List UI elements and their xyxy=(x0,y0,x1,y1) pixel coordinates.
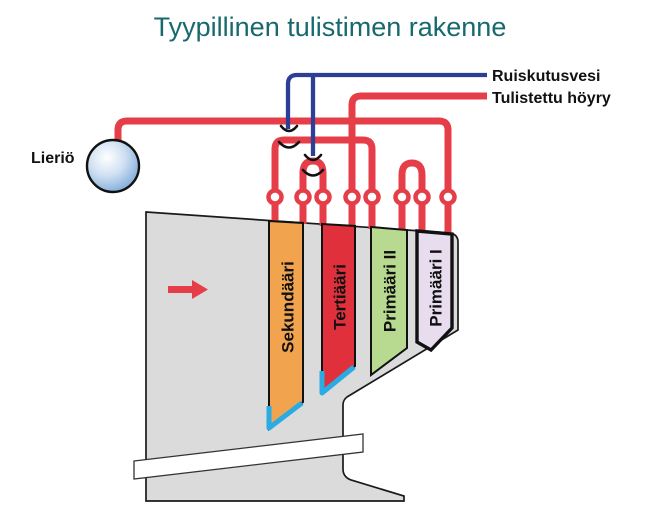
drum-label: Lieriö xyxy=(31,150,75,167)
header-ring xyxy=(439,188,457,206)
injection-water-lines xyxy=(285,72,487,156)
header-ring xyxy=(413,188,431,206)
primaari1-primaari2-crossover xyxy=(398,159,426,190)
legend-label-steam: Tulistettu höyry xyxy=(492,90,611,107)
label-primaari-2: Primääri II xyxy=(381,250,400,332)
sekundaari-bottom-highlight xyxy=(266,401,304,431)
header-ring xyxy=(266,188,284,206)
panel-primaari-2 xyxy=(370,225,408,377)
flow-arrow-icon xyxy=(168,280,208,299)
legend-label-water: Ruiskutusvesi xyxy=(492,68,600,85)
spray-nozzle-icons xyxy=(277,124,325,177)
tertiaari-outlet-pipe xyxy=(348,92,487,190)
tertiaari-bottom-highlight xyxy=(319,365,356,396)
label-primaari-1: Primääri I xyxy=(427,249,446,327)
panel-bottom-highlights xyxy=(266,365,356,431)
header-ring xyxy=(343,188,361,206)
header-ring xyxy=(294,188,312,206)
panel-sekundaari xyxy=(268,219,304,432)
legend: Ruiskutusvesi Tulistettu höyry Lieriö xyxy=(31,68,611,167)
header-ring xyxy=(314,188,332,206)
panel-labels: Sekundääri Tertiääri Primääri II Primäär… xyxy=(279,249,446,353)
label-tertiaari: Tertiääri xyxy=(331,264,350,330)
header-ring xyxy=(393,188,411,206)
panel-primaari-1 xyxy=(415,229,454,353)
nose-channel xyxy=(133,433,364,480)
drum-sphere xyxy=(85,138,141,194)
primaari2-to-sekundaari-pipe xyxy=(271,136,376,190)
header-ring xyxy=(363,188,381,206)
label-sekundaari: Sekundääri xyxy=(279,261,298,353)
panel-tertiaari xyxy=(321,222,356,396)
drum-to-primaari1-pipe xyxy=(114,117,452,190)
spray-arc-icon xyxy=(303,153,323,162)
header-rings xyxy=(266,188,457,206)
page-title: Tyypillinen tulistimen rakenne xyxy=(154,12,507,42)
spray-arc-icon xyxy=(301,168,325,177)
steam-pipes xyxy=(114,92,487,190)
pipe-stubs xyxy=(271,204,452,234)
injection-line-1 xyxy=(285,72,487,129)
spray-arc-icon xyxy=(277,140,301,149)
spray-arc-icon xyxy=(279,124,299,133)
